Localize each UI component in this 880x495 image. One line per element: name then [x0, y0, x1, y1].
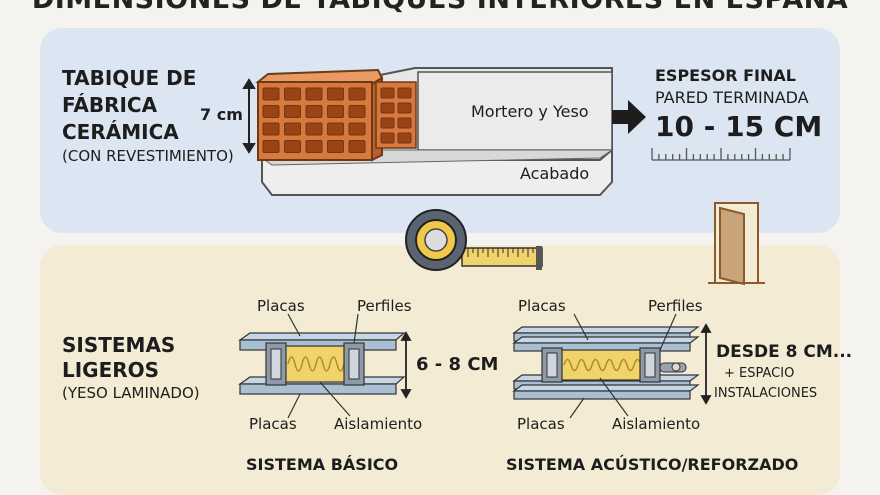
- page-title: DIMENSIONES DE TABIQUES INTERIORES EN ES…: [0, 0, 880, 15]
- acoustic-system-caption: SISTEMA ACÚSTICO/REFORZADO: [506, 455, 799, 474]
- brick-hole: [380, 102, 395, 114]
- acoustic-note-2: INSTALACIONES: [714, 386, 818, 401]
- light-subheading: (YESO LAMINADO): [62, 384, 200, 402]
- ceramic-heading-line-1: TABIQUE DE: [62, 66, 197, 90]
- final-thickness-value: 10 - 15 CM: [655, 110, 823, 143]
- basic-system-diagram: [238, 313, 412, 419]
- basic-system-caption: SISTEMA BÁSICO: [246, 455, 399, 474]
- ceramic-wall-diagram: [242, 67, 791, 196]
- basic-boards-top-label: Placas: [257, 297, 305, 315]
- brick-hole: [305, 105, 323, 118]
- basic-boards-bottom-label: Placas: [249, 415, 297, 433]
- brick-hole: [262, 105, 280, 118]
- acoustic-profiles-label: Perfiles: [648, 297, 703, 315]
- plasterboard: [513, 390, 691, 400]
- light-heading-line-1: SISTEMAS: [62, 333, 176, 357]
- acoustic-dimension: DESDE 8 CM...: [716, 342, 853, 362]
- brick-hole: [380, 87, 395, 99]
- ceramic-heading-line-3: CERÁMICA: [62, 120, 179, 144]
- brick-hole: [348, 140, 366, 153]
- brick-hole: [262, 122, 280, 136]
- acoustic-boards-top-label: Placas: [518, 297, 566, 315]
- brick-hole: [397, 132, 412, 144]
- brick-hole: [397, 117, 412, 129]
- final-thickness-label: ESPESOR FINAL: [655, 66, 796, 85]
- brick-hole: [397, 87, 412, 99]
- light-heading-line-2: LIGEROS: [62, 358, 160, 382]
- brick-hole: [262, 87, 280, 101]
- brick-hole: [305, 140, 323, 153]
- brick-hole: [327, 140, 344, 153]
- acoustic-insulation-label: Aislamiento: [612, 415, 701, 433]
- brick-hole: [348, 105, 366, 118]
- ceramic-subheading: (CON REVESTIMIENTO): [62, 147, 234, 165]
- basic-profiles-label: Perfiles: [357, 297, 412, 315]
- ceramic-brick: [255, 68, 417, 162]
- basic-insulation-label: Aislamiento: [334, 415, 423, 433]
- mortar-layer-label: Mortero y Yeso: [471, 102, 589, 121]
- brick-hole: [327, 122, 344, 136]
- brick-hole: [284, 105, 301, 118]
- brick-hole: [380, 117, 395, 129]
- ruler-scale: [651, 148, 791, 161]
- brick-hole: [397, 102, 412, 114]
- brick-hole: [262, 140, 280, 153]
- light-systems-diagram: [238, 202, 765, 419]
- tape-measure-icon: [405, 209, 543, 271]
- mortar-face: [417, 71, 613, 151]
- arrow-right-icon: [612, 100, 646, 134]
- acoustic-system-diagram: [512, 313, 712, 419]
- finished-wall-label: PARED TERMINADA: [655, 88, 809, 107]
- brick-hole: [380, 132, 395, 144]
- brick-hole: [305, 122, 323, 136]
- brick-hole: [284, 122, 301, 136]
- basic-dimension: 6 - 8 CM: [416, 354, 499, 375]
- brick-hole: [305, 87, 323, 101]
- brick-hole: [348, 122, 366, 136]
- brick-hole: [284, 140, 301, 153]
- ceramic-heading-line-2: FÁBRICA: [62, 93, 158, 117]
- finish-layer-label: Acabado: [520, 164, 590, 183]
- brick-hole: [327, 105, 344, 118]
- cable-conduit: [659, 362, 687, 373]
- acoustic-boards-bottom-label: Placas: [517, 415, 565, 433]
- acoustic-note-1: + ESPACIO: [724, 366, 795, 381]
- brick-hole: [348, 87, 366, 101]
- brick-hole: [284, 87, 301, 101]
- door-icon: [708, 202, 765, 286]
- brick-hole: [327, 87, 344, 101]
- brick-width-label: 7 cm: [200, 105, 243, 124]
- brick-width-dimension: [242, 78, 256, 154]
